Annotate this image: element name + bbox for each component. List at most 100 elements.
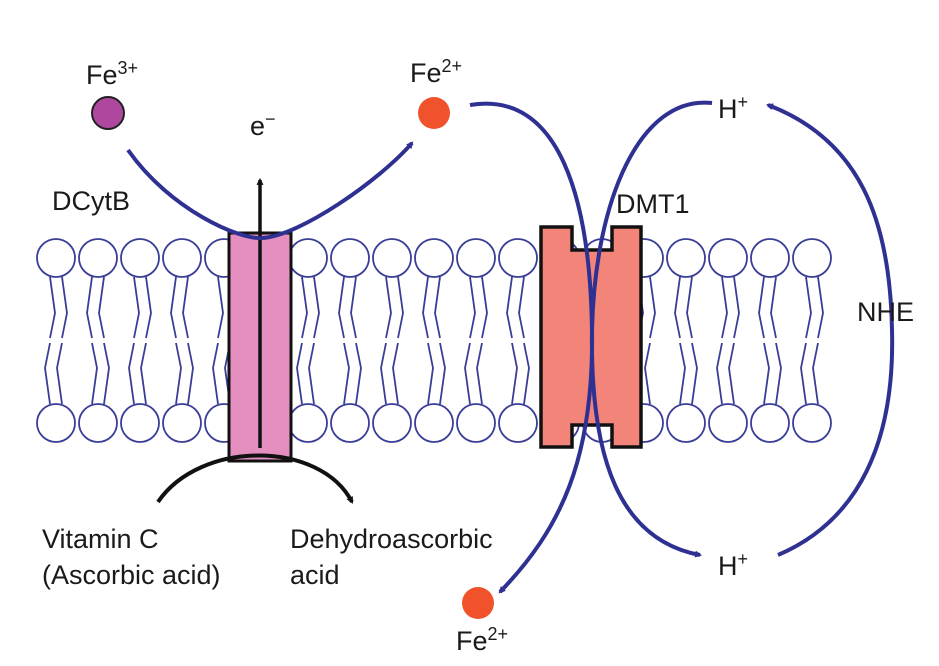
lipid-tail bbox=[343, 342, 350, 405]
lipid-head bbox=[36, 238, 76, 278]
lipid-head bbox=[666, 238, 706, 278]
lipid-head bbox=[120, 403, 160, 443]
lipid-tail bbox=[140, 342, 147, 405]
lipid-tail bbox=[56, 342, 63, 405]
lipid-bilayer bbox=[36, 238, 832, 443]
lipid-head bbox=[750, 238, 790, 278]
fe2-ion-bottom bbox=[462, 587, 494, 619]
lipid-tail bbox=[523, 342, 530, 405]
lipid-head bbox=[288, 238, 328, 278]
nhe-exchange-arrow bbox=[766, 103, 895, 557]
lipid-tail bbox=[800, 342, 807, 405]
fe2-label-top: Fe2+ bbox=[410, 56, 462, 88]
lipid-head bbox=[498, 403, 538, 443]
fe2-label-bottom: Fe2+ bbox=[456, 624, 508, 656]
lipid-tail bbox=[296, 342, 303, 405]
lipid-tail bbox=[679, 342, 686, 405]
dehydroascorbic-acid-label: acid bbox=[290, 560, 340, 590]
lipid-head bbox=[708, 403, 748, 443]
lipid-tail bbox=[775, 342, 782, 405]
lipid-tail bbox=[422, 276, 429, 339]
lipid-tail bbox=[313, 276, 320, 339]
lipid-tail bbox=[733, 276, 740, 339]
lipid-tail bbox=[308, 342, 315, 405]
lipid-tail bbox=[128, 342, 135, 405]
lipid-head bbox=[330, 403, 370, 443]
lipid-tail bbox=[350, 276, 357, 339]
lipid-tail bbox=[511, 342, 518, 405]
lipid-tail bbox=[812, 342, 819, 405]
lipid-tail bbox=[805, 276, 812, 339]
lipid-head bbox=[456, 238, 496, 278]
lipid-tail bbox=[506, 276, 513, 339]
lipid-tail bbox=[686, 276, 693, 339]
proton-cotransport-arrow bbox=[589, 100, 713, 558]
lipid-tail bbox=[721, 276, 728, 339]
ascorbate-oxidation-arrow bbox=[156, 453, 354, 504]
lipid-tail bbox=[518, 276, 525, 339]
ascorbic-acid-label: (Ascorbic acid) bbox=[42, 560, 221, 590]
lipid-head bbox=[120, 238, 160, 278]
proton-label-top: H+ bbox=[718, 92, 748, 124]
lipid-tail bbox=[175, 342, 182, 405]
lipid-head bbox=[708, 238, 748, 278]
lipid-head bbox=[372, 403, 412, 443]
lipid-head bbox=[792, 238, 832, 278]
proton-label-bottom: H+ bbox=[718, 549, 748, 581]
lipid-tail bbox=[103, 342, 110, 405]
lipid-tail bbox=[392, 342, 399, 405]
lipid-tail bbox=[770, 276, 777, 339]
lipid-tail bbox=[439, 342, 446, 405]
lipid-tail bbox=[61, 276, 68, 339]
lipid-tail bbox=[355, 342, 362, 405]
lipid-head bbox=[456, 403, 496, 443]
lipid-tail bbox=[187, 342, 194, 405]
lipid-tail bbox=[217, 276, 224, 339]
lipid-head bbox=[78, 403, 118, 443]
dehydroascorbic-label: Dehydroascorbic bbox=[290, 524, 493, 554]
lipid-tail bbox=[758, 276, 765, 339]
lipid-head bbox=[498, 238, 538, 278]
lipid-tail bbox=[728, 342, 735, 405]
lipid-tail bbox=[464, 342, 471, 405]
lipid-tail bbox=[182, 276, 189, 339]
lipid-head bbox=[414, 403, 454, 443]
lipid-head bbox=[330, 238, 370, 278]
lipid-head bbox=[414, 238, 454, 278]
dmt1-label: DMT1 bbox=[616, 189, 690, 219]
nhe-label: NHE bbox=[857, 297, 914, 327]
dcytb-label: DCytB bbox=[52, 186, 130, 216]
lipid-tail bbox=[649, 276, 656, 339]
lipid-tail bbox=[212, 342, 219, 405]
lipid-head bbox=[36, 403, 76, 443]
lipid-tail bbox=[145, 276, 152, 339]
lipid-tail bbox=[380, 342, 387, 405]
lipid-tail bbox=[469, 276, 476, 339]
lipid-tail bbox=[476, 342, 483, 405]
lipid-tail bbox=[644, 342, 651, 405]
lipid-tail bbox=[674, 276, 681, 339]
lipid-tail bbox=[86, 276, 93, 339]
lipid-head bbox=[162, 403, 202, 443]
lipid-tail bbox=[133, 276, 140, 339]
fe-reduction-arrow bbox=[126, 141, 414, 241]
vitamin-c-label: Vitamin C bbox=[42, 524, 159, 554]
electron-label: e− bbox=[250, 109, 276, 141]
lipid-tail bbox=[385, 276, 392, 339]
lipid-head bbox=[666, 403, 706, 443]
lipid-head bbox=[162, 238, 202, 278]
lipid-head bbox=[288, 403, 328, 443]
fe2-ion-top bbox=[418, 97, 450, 129]
lipid-tail bbox=[170, 276, 177, 339]
lipid-tail bbox=[817, 276, 824, 339]
lipid-tail bbox=[91, 342, 98, 405]
lipid-tail bbox=[338, 276, 345, 339]
lipid-head bbox=[750, 403, 790, 443]
lipid-tail bbox=[691, 342, 698, 405]
fe3-label: Fe3+ bbox=[86, 58, 138, 90]
lipid-tail bbox=[44, 342, 51, 405]
lipid-tail bbox=[763, 342, 770, 405]
lipid-tail bbox=[301, 276, 308, 339]
lipid-tail bbox=[716, 342, 723, 405]
